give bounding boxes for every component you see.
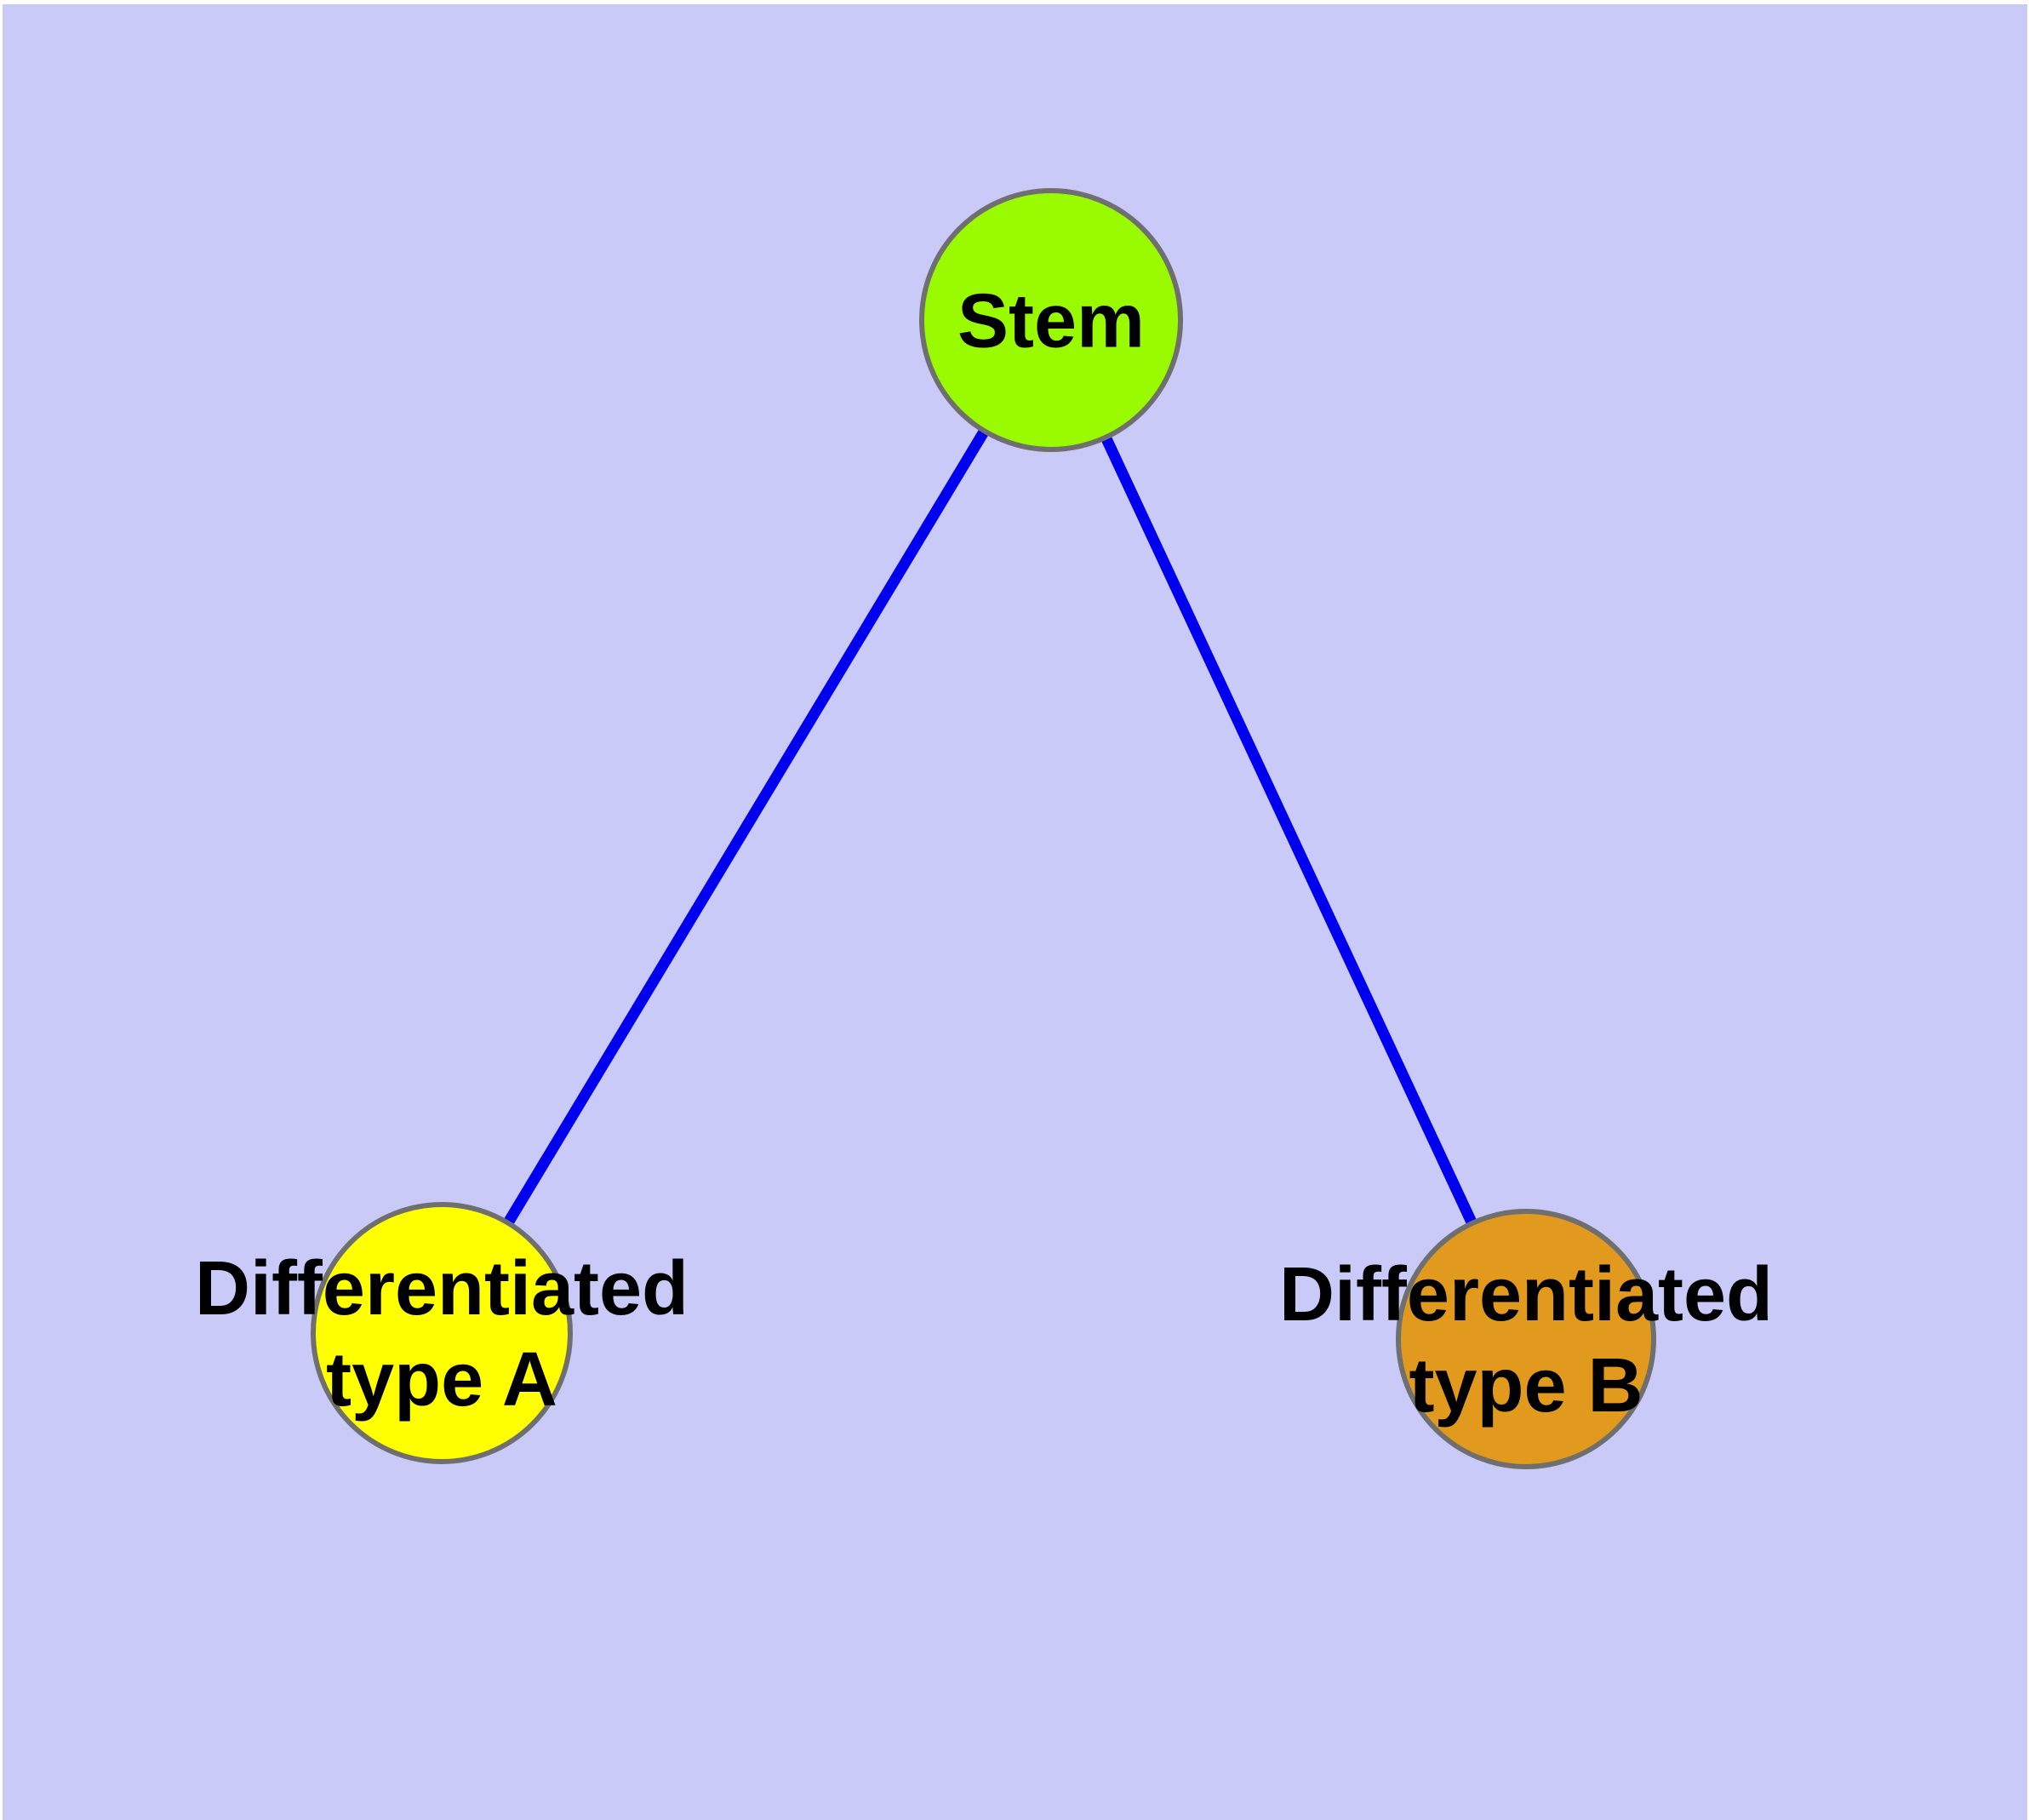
nodes-layer	[311, 188, 1656, 1469]
edge-stem-to-type-a	[437, 317, 1056, 1336]
node-stem	[919, 188, 1183, 452]
edge-stem-to-type-b	[1046, 318, 1531, 1342]
node-differentiated-type-a	[311, 1202, 573, 1464]
node-stem-label: Stem	[957, 279, 1145, 364]
node-differentiated-type-b	[1396, 1209, 1656, 1469]
edges-layer	[437, 317, 1531, 1342]
